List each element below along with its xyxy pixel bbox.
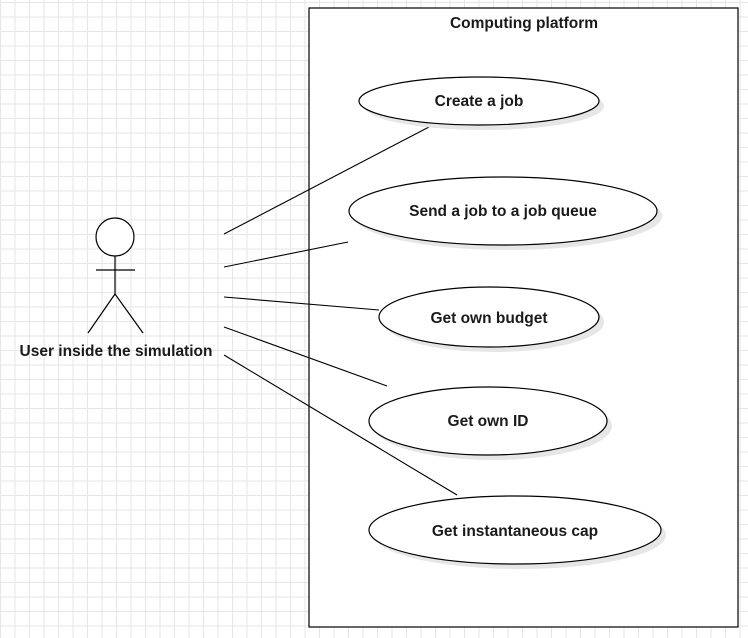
use-case-label: Send a job to a job queue xyxy=(409,203,597,220)
use-case-label: Get instantaneous cap xyxy=(432,523,598,540)
use-case-ellipse xyxy=(368,495,662,565)
use-case-label: Get own ID xyxy=(448,413,529,430)
use-case-ellipse xyxy=(368,386,608,456)
use-case-get-budget[interactable]: Get own budget xyxy=(378,286,604,352)
association-get-cap[interactable] xyxy=(223,354,458,496)
system-title: Computing platform xyxy=(450,15,598,32)
use-case-get-cap[interactable]: Get instantaneous cap xyxy=(368,495,666,569)
use-case-ellipse xyxy=(358,76,600,126)
actor-name: User inside the simulation xyxy=(20,343,213,360)
use-case-send-job[interactable]: Send a job to a job queue xyxy=(348,176,662,250)
association-create-job[interactable] xyxy=(223,126,430,235)
actor-right-leg xyxy=(114,293,144,334)
actor-head-icon xyxy=(95,217,135,257)
use-case-ellipse xyxy=(378,286,600,348)
associations xyxy=(223,126,458,496)
use-case-label: Create a job xyxy=(435,93,524,110)
use-case-create-job[interactable]: Create a job xyxy=(358,76,604,130)
actor-left-leg xyxy=(87,293,116,334)
use-case-get-id[interactable]: Get own ID xyxy=(368,386,612,460)
use-case-ellipse xyxy=(348,176,658,246)
actor[interactable]: User inside the simulation xyxy=(20,217,213,360)
association-get-id[interactable] xyxy=(223,326,388,387)
association-send-job[interactable] xyxy=(223,241,349,268)
association-get-budget[interactable] xyxy=(223,296,380,311)
use-case-label: Get own budget xyxy=(430,310,547,327)
